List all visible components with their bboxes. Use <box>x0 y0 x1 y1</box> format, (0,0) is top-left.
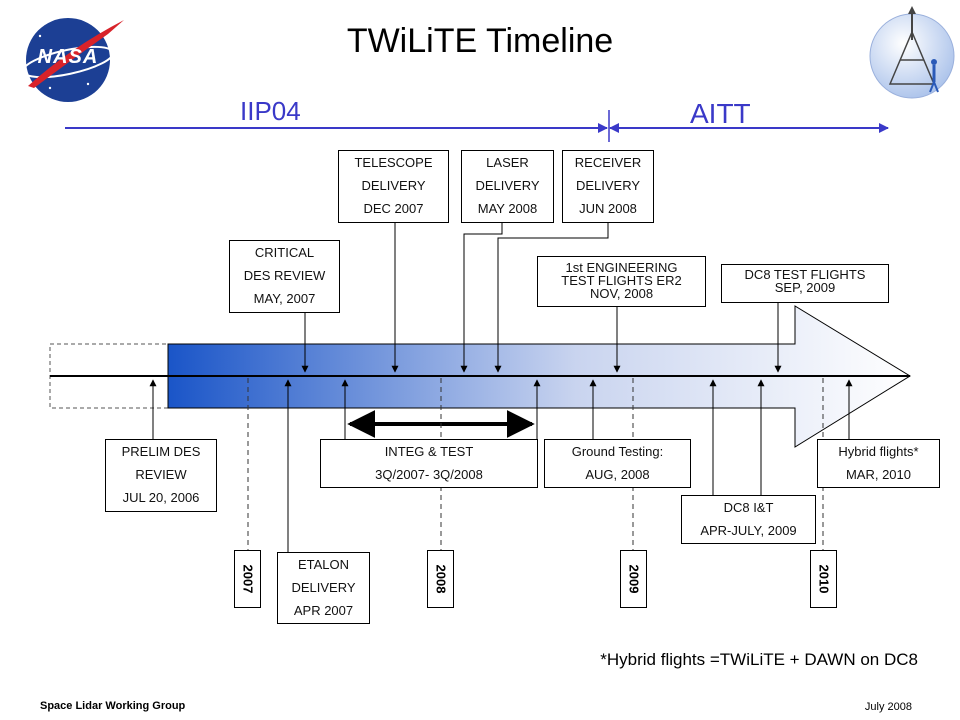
ground-testing-box: Ground Testing:AUG, 2008 <box>544 439 691 488</box>
year-marker-2007: 2007 <box>234 550 261 608</box>
nasa-wordmark: NASA <box>37 46 99 68</box>
year-marker-2010: 2010 <box>810 550 837 608</box>
instrument-globe-illustration <box>869 6 955 99</box>
year-marker-2009: 2009 <box>620 550 647 608</box>
timeline-arrow <box>49 305 911 448</box>
nasa-logo <box>21 18 124 102</box>
footer-organization: Space Lidar Working Group <box>40 700 186 712</box>
hybrid-footnote: *Hybrid flights =TWiLiTE + DAWN on DC8 <box>600 650 918 669</box>
phase-label-iip04: IIP04 <box>240 96 301 126</box>
bottom-connectors <box>149 379 853 552</box>
footer-date: July 2008 <box>864 701 912 713</box>
year-marker-2008: 2008 <box>427 550 454 608</box>
phase-timeline <box>65 110 889 142</box>
page-title: TWiLiTE Timeline <box>346 22 614 60</box>
phase-label-aitt: AITT <box>690 98 751 129</box>
top-connectors <box>301 222 782 373</box>
hybrid-flights-box: Hybrid flights*MAR, 2010 <box>817 439 940 488</box>
